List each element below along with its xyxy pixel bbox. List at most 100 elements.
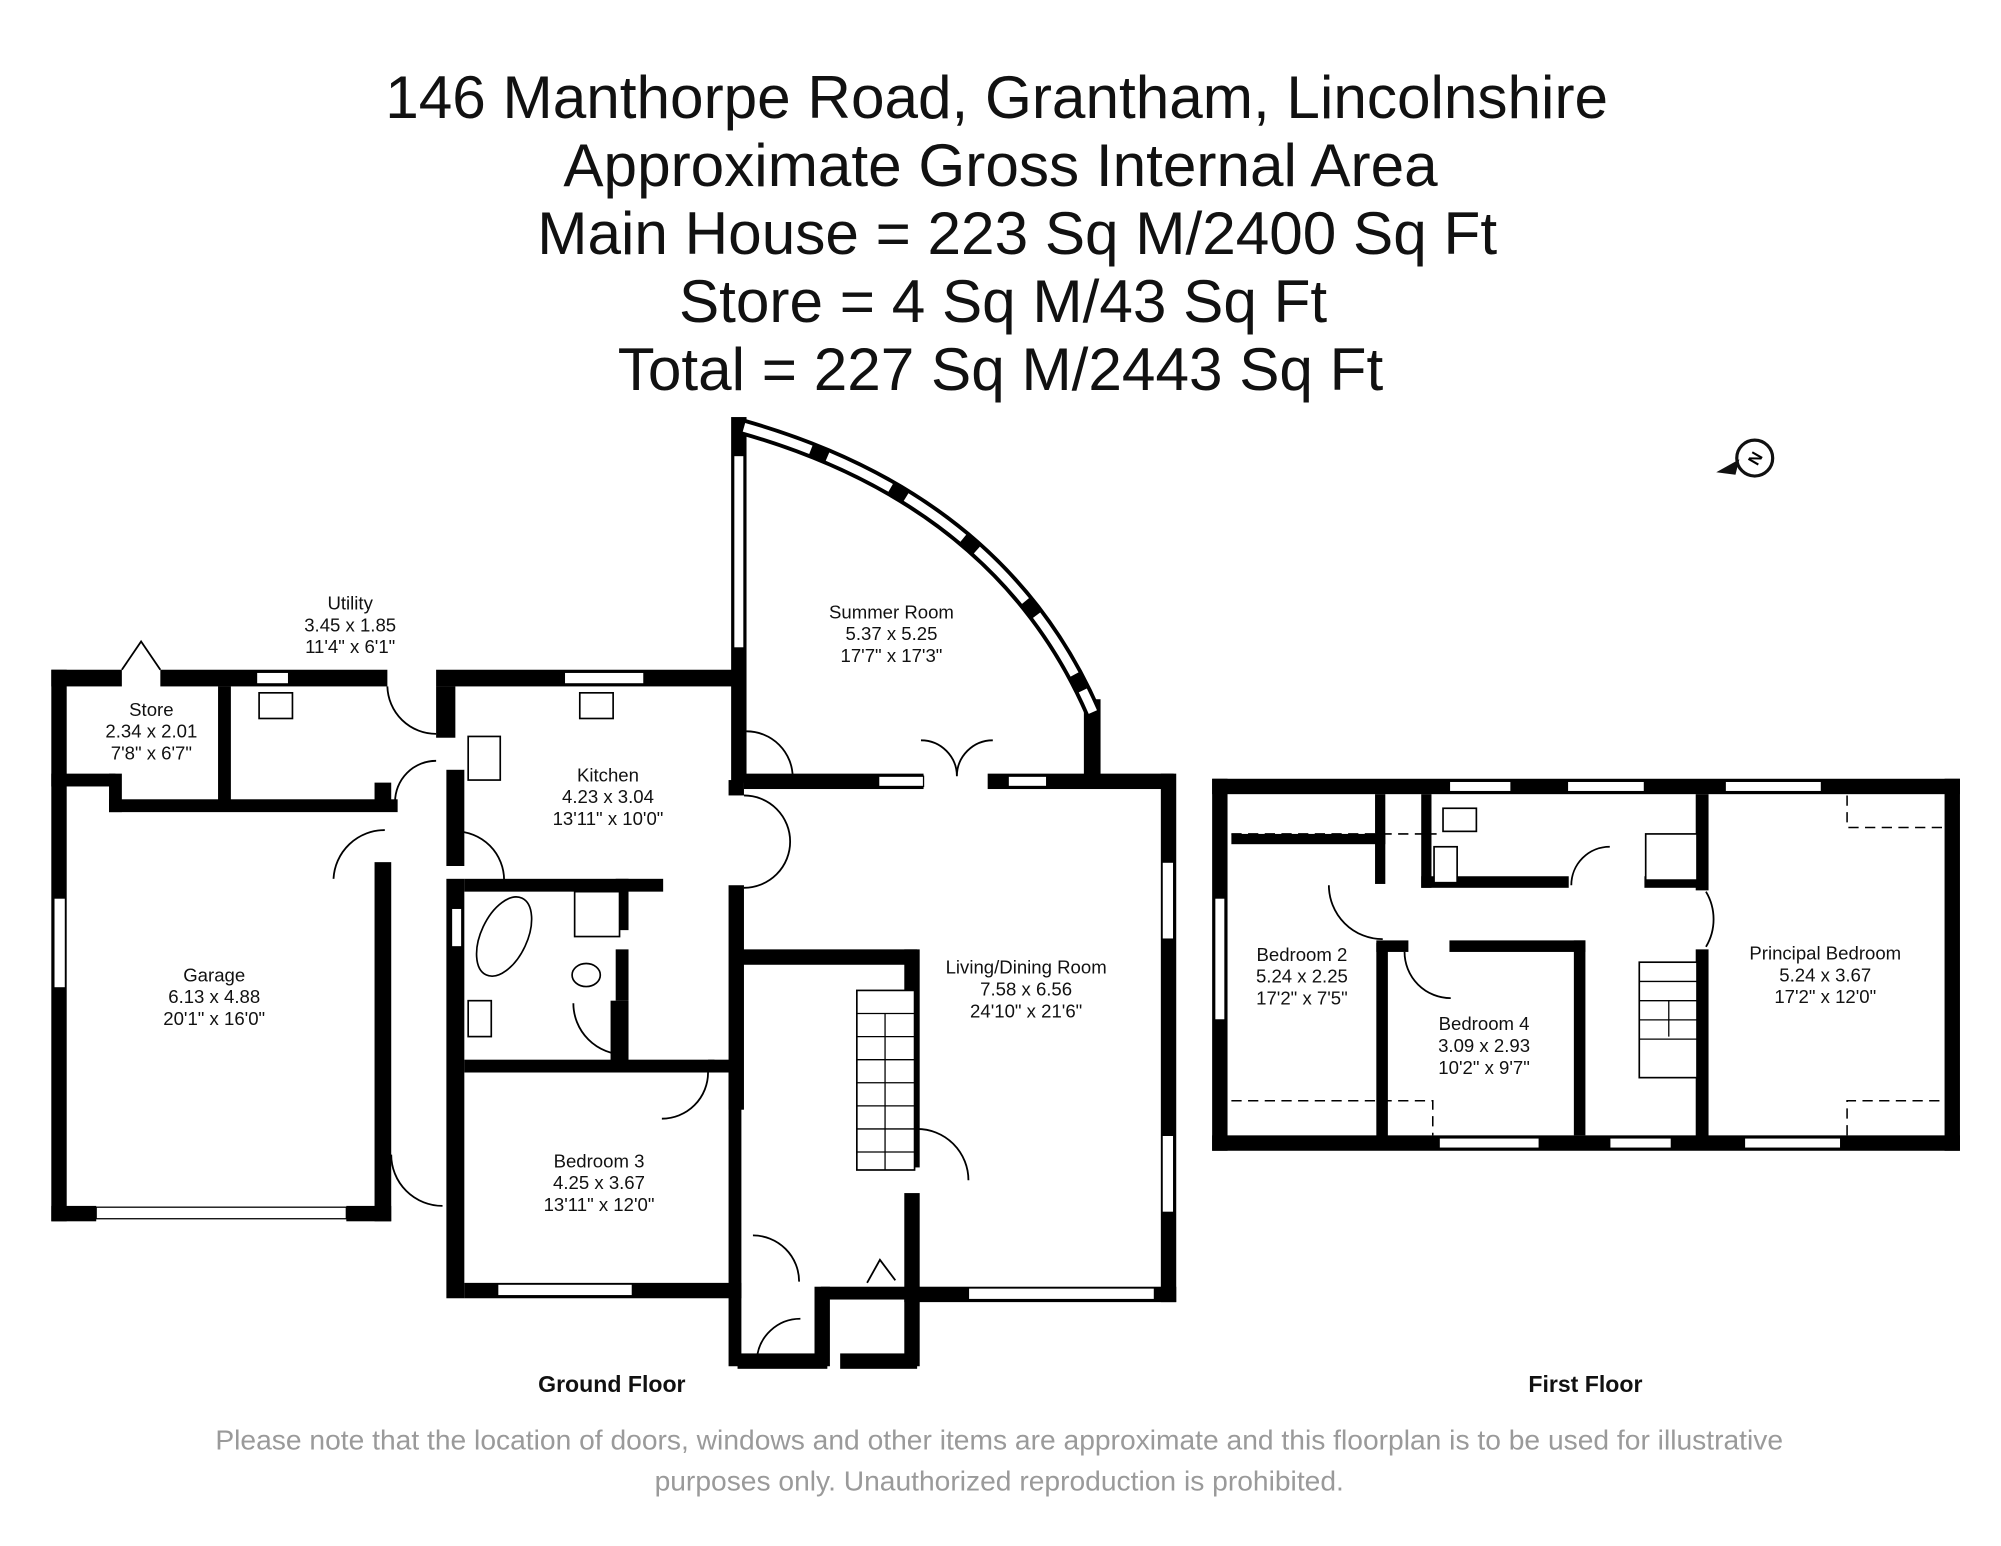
room-metric: 7.58 x 6.56 — [980, 979, 1072, 1000]
wall — [1376, 940, 1409, 952]
wall — [436, 686, 456, 738]
room-name: Utility — [327, 592, 373, 613]
wall — [1212, 1135, 1960, 1151]
sink-icon — [258, 691, 294, 720]
window — [497, 1283, 634, 1297]
compass-label: N — [1744, 449, 1766, 469]
door-arc — [866, 1258, 897, 1284]
room-name: Kitchen — [577, 764, 639, 785]
wall — [728, 780, 744, 796]
room-name: Living/Dining Room — [946, 957, 1107, 978]
wall — [1695, 949, 1709, 1138]
wall — [820, 1286, 918, 1300]
fixtures — [258, 691, 1698, 1171]
room-imperial: 13'11" x 12'0" — [544, 1194, 655, 1215]
room-imperial: 10'2" x 9'7" — [1438, 1057, 1530, 1078]
wall — [737, 1353, 828, 1369]
door-arc — [121, 639, 162, 671]
door-arc — [1570, 845, 1610, 886]
first-floor-label: First Floor — [1528, 1371, 1642, 1397]
toilet-icon — [1442, 807, 1478, 833]
room-metric: 4.23 x 3.04 — [562, 786, 654, 807]
window — [255, 671, 290, 685]
compass: N — [1716, 438, 1775, 478]
room-garage: Garage 6.13 x 4.88 20'1" x 16'0" — [163, 964, 265, 1029]
door-arc — [752, 1234, 801, 1282]
window — [1438, 1137, 1540, 1149]
door-arc — [390, 1154, 443, 1207]
main-house-area: Main House = 223 Sq M/2400 Sq Ft — [537, 199, 1497, 267]
wall — [1944, 778, 1960, 1151]
eaves-lines — [1231, 795, 1944, 1136]
room-labels: Utility 3.45 x 1.85 11'4" x 6'1" Store 2… — [105, 592, 1901, 1215]
doors — [121, 639, 1715, 1360]
door-arc — [1705, 891, 1715, 948]
room-summer-room: Summer Room 5.37 x 5.25 17'7" x 17'3" — [829, 601, 954, 666]
wall — [446, 769, 465, 866]
window — [1214, 897, 1226, 1021]
wall — [728, 885, 744, 1110]
door-arc — [455, 830, 505, 881]
room-metric: 3.09 x 2.93 — [1438, 1035, 1530, 1056]
room-metric: 2.34 x 2.01 — [105, 721, 197, 742]
wall — [1083, 699, 1101, 783]
room-imperial: 17'7" x 17'3" — [841, 645, 943, 666]
shower-icon — [1644, 833, 1698, 881]
door-arc — [394, 759, 437, 802]
door-arc — [920, 739, 993, 777]
room-imperial: 17'2" x 7'5" — [1256, 988, 1348, 1009]
sink-icon — [578, 691, 614, 720]
wall — [1421, 876, 1569, 888]
wall — [1449, 940, 1586, 952]
window — [563, 671, 645, 685]
room-utility: Utility 3.45 x 1.85 11'4" x 6'1" — [304, 592, 396, 657]
wall — [374, 862, 392, 1222]
wall — [904, 1193, 920, 1303]
wall — [840, 1353, 918, 1369]
wall — [728, 1064, 742, 1367]
room-imperial: 7'8" x 6'7" — [111, 743, 192, 764]
wall — [1231, 833, 1386, 845]
room-imperial: 11'4" x 6'1" — [305, 636, 395, 657]
windows — [53, 454, 1842, 1301]
window — [733, 454, 745, 649]
window — [1609, 1137, 1672, 1149]
room-metric: 5.37 x 5.25 — [846, 623, 938, 644]
room-kitchen: Kitchen 4.23 x 3.04 13'11" x 10'0" — [553, 764, 664, 829]
window — [95, 1206, 347, 1220]
window — [967, 1287, 1156, 1301]
window — [1161, 861, 1175, 940]
room-name: Bedroom 3 — [554, 1150, 645, 1171]
room-bedroom-4: Bedroom 4 3.09 x 2.93 10'2" x 9'7" — [1438, 1013, 1530, 1078]
room-imperial: 24'10" x 21'6" — [970, 1000, 1082, 1021]
wall — [51, 669, 122, 687]
window — [450, 907, 463, 948]
room-imperial: 20'1" x 16'0" — [163, 1008, 265, 1029]
window — [1161, 1134, 1175, 1213]
wall — [904, 1286, 920, 1367]
room-name: Summer Room — [829, 601, 954, 622]
area-heading: Approximate Gross Internal Area — [563, 131, 1438, 199]
room-principal-bedroom: Principal Bedroom 5.24 x 3.67 17'2" x 12… — [1749, 943, 1901, 1008]
room-living-dining: Living/Dining Room 7.58 x 6.56 24'10" x … — [946, 957, 1107, 1022]
room-metric: 6.13 x 4.88 — [168, 986, 260, 1007]
store-area: Store = 4 Sq M/43 Sq Ft — [679, 267, 1327, 335]
wall — [1644, 876, 1706, 888]
door-arc — [917, 1128, 970, 1181]
summer-room-curved-wall — [741, 419, 1101, 716]
room-metric: 5.24 x 3.67 — [1779, 964, 1871, 985]
north-arrow-icon: N — [1716, 438, 1775, 478]
wall — [51, 773, 116, 787]
basin-icon — [1433, 845, 1458, 884]
room-name: Bedroom 2 — [1256, 944, 1347, 965]
window — [53, 897, 67, 989]
room-name: Bedroom 4 — [1439, 1013, 1530, 1034]
room-name: Store — [129, 699, 173, 720]
ground-floor-label: Ground Floor — [538, 1371, 685, 1397]
wall — [1695, 794, 1709, 891]
window — [1448, 780, 1512, 793]
walls — [51, 417, 1960, 1369]
room-name: Garage — [183, 964, 245, 985]
basin-icon — [467, 999, 493, 1038]
